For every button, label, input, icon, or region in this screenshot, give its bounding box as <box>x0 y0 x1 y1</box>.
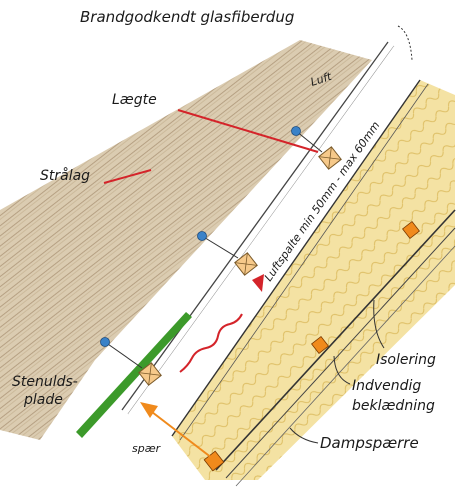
leader-straatag <box>103 169 152 184</box>
leader-indvendig <box>333 355 351 385</box>
orange-marker <box>402 221 420 239</box>
label-luft: Luft <box>309 70 334 89</box>
label-stenulds-2: plade <box>23 392 63 408</box>
label-dampspaerre: Dampspærre <box>320 434 419 452</box>
leader-top <box>397 25 413 61</box>
pin-icon <box>291 126 323 153</box>
air-gap <box>128 46 420 432</box>
pin-icon <box>197 231 239 259</box>
leader-dampspaerre <box>289 427 319 444</box>
label-isolering: Isolering <box>376 352 436 368</box>
leader-isolering <box>373 299 385 349</box>
label-glass-fibre: Brandgodkendt glasfiberdug <box>80 8 294 26</box>
insulation-layer <box>172 80 455 480</box>
airflow-arrow <box>179 313 243 373</box>
inner-cladding <box>225 227 456 479</box>
label-indvendig-2: beklædning <box>352 398 435 414</box>
stone-wool-board <box>76 312 192 438</box>
vapour-barrier <box>215 209 456 471</box>
label-stenulds-1: Stenulds- <box>12 374 78 390</box>
batten <box>318 146 342 170</box>
label-indvendig-1: Indvendig <box>352 378 421 394</box>
label-spaer: spær <box>132 442 162 455</box>
label-laegte: Lægte <box>112 92 157 108</box>
pin-icon <box>100 337 143 369</box>
rafter-arrow <box>151 411 213 459</box>
batten <box>138 362 162 386</box>
batten <box>234 252 258 276</box>
glass-fibre-cloth <box>121 41 389 411</box>
leader-laegte <box>177 109 319 153</box>
orange-marker <box>311 336 329 354</box>
label-straatag: Strålag <box>40 167 90 184</box>
